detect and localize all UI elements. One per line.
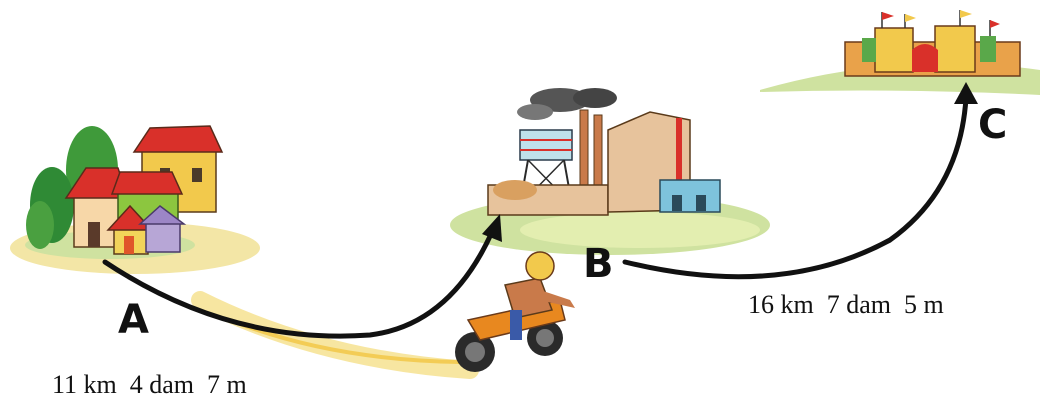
distance-b-to-c: 16 km 7 dam 5 m (748, 292, 944, 318)
distance-a-to-b: 11 km 4 dam 7 m (52, 372, 247, 398)
motorcyclist-icon (200, 252, 575, 372)
castle-icon (760, 10, 1040, 95)
point-b-label: B (583, 244, 614, 284)
point-a-label: A (118, 300, 149, 340)
point-c-label: C (978, 105, 1007, 145)
village-icon (10, 126, 260, 274)
